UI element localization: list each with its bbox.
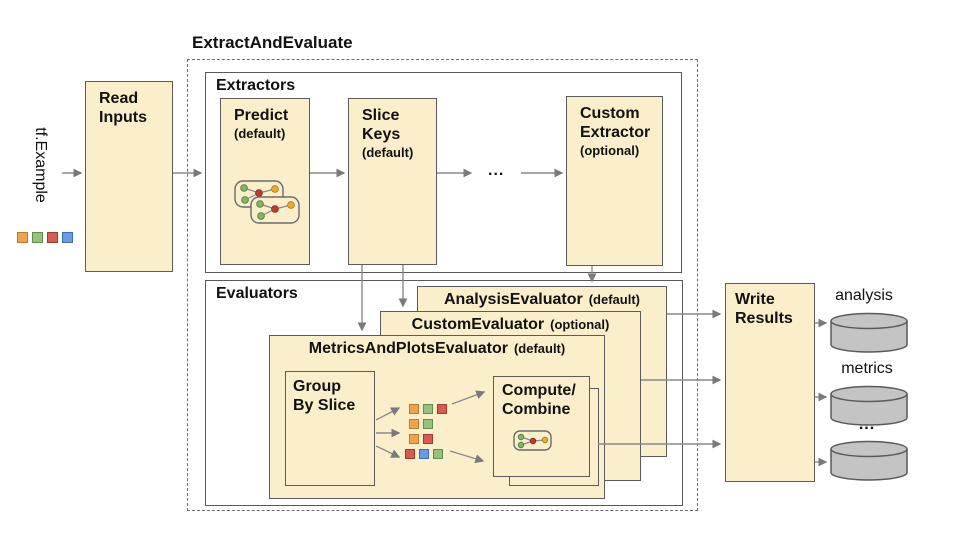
pipeline-container [187, 59, 698, 511]
compute-combine-line2: Combine [502, 400, 571, 418]
red-example-square [423, 434, 433, 444]
compute-combine-line1: Compute/ [502, 382, 576, 399]
metrics-plots-evaluator-name: MetricsAndPlotsEvaluator [308, 340, 508, 357]
blue-example-square [419, 449, 429, 459]
evaluators-label: Evaluators [216, 285, 298, 302]
slice-keys-title-line1: Slice [362, 107, 400, 124]
compute-combine-box: Compute/ Combine [493, 376, 590, 477]
slice-keys-qualifier: (default) [362, 144, 414, 160]
metrics-plots-evaluator-box: MetricsAndPlotsEvaluator (default) Group… [269, 335, 605, 499]
green-example-square [32, 232, 43, 243]
sliced-examples-grid [405, 404, 447, 464]
input-label: tf.Example [32, 127, 49, 203]
red-example-square [47, 232, 58, 243]
blue-example-square [62, 232, 73, 243]
slice-keys-extractor-box: Slice Keys (default) [348, 98, 437, 265]
custom-evaluator-qualifier: (optional) [550, 317, 610, 332]
metrics-plots-evaluator-qualifier: (default) [513, 341, 566, 356]
read-inputs-title-line2: Inputs [99, 108, 147, 126]
write-results-box: Write Results [725, 283, 815, 482]
analysis-output-label: analysis [835, 287, 893, 304]
group-by-slice-box: Group By Slice [285, 371, 375, 486]
custom-evaluator-name: CustomEvaluator [411, 316, 545, 333]
red-example-square [405, 449, 415, 459]
custom-extractor-title-line2: Extractor [580, 123, 651, 141]
analysis-evaluator-name: AnalysisEvaluator [443, 291, 583, 308]
predict-title-line1: Predict [234, 107, 289, 124]
orange-example-square [409, 404, 419, 414]
more-datastore-icon [830, 440, 908, 481]
custom-extractor-title-line1: Custom [580, 105, 640, 122]
group-by-slice-line2: By Slice [293, 396, 356, 414]
write-results-line2: Results [735, 309, 793, 327]
green-example-square [423, 404, 433, 414]
slice-row [405, 449, 447, 459]
green-example-square [423, 419, 433, 429]
analysis-datastore-icon [830, 312, 908, 353]
read-inputs-box: Read Inputs [85, 81, 173, 272]
orange-example-square [409, 419, 419, 429]
custom-extractor-qualifier: (optional) [580, 142, 640, 158]
evaluators-container: Evaluators [205, 280, 683, 506]
combine-graph-icon [513, 430, 552, 451]
orange-example-square [409, 434, 419, 444]
slice-row [409, 404, 447, 414]
orange-example-square [17, 232, 28, 243]
predict-extractor-box: Predict (default) [220, 98, 310, 265]
metrics-output-label: metrics [841, 360, 893, 377]
read-inputs-title-line1: Read [99, 90, 139, 107]
write-results-line1: Write [735, 291, 775, 308]
green-example-square [433, 449, 443, 459]
slice-keys-title-line2: Keys [362, 125, 401, 143]
slice-row [409, 434, 447, 444]
extractors-ellipsis: ... [488, 162, 505, 179]
extractors-container: Extractors [205, 72, 682, 273]
predict-qualifier: (default) [234, 125, 286, 141]
slice-row [409, 419, 447, 429]
pipeline-title: ExtractAndEvaluate [192, 33, 353, 52]
red-example-square [437, 404, 447, 414]
custom-extractor-box: Custom Extractor (optional) [566, 96, 663, 266]
metrics-datastore-icon [830, 385, 908, 426]
more-outputs-label: ... [858, 416, 876, 433]
input-examples-squares [17, 232, 73, 243]
analysis-evaluator-qualifier: (default) [588, 292, 640, 307]
model-graph-icon [234, 180, 300, 224]
group-by-slice-line1: Group [293, 378, 341, 395]
extractors-label: Extractors [216, 77, 296, 94]
